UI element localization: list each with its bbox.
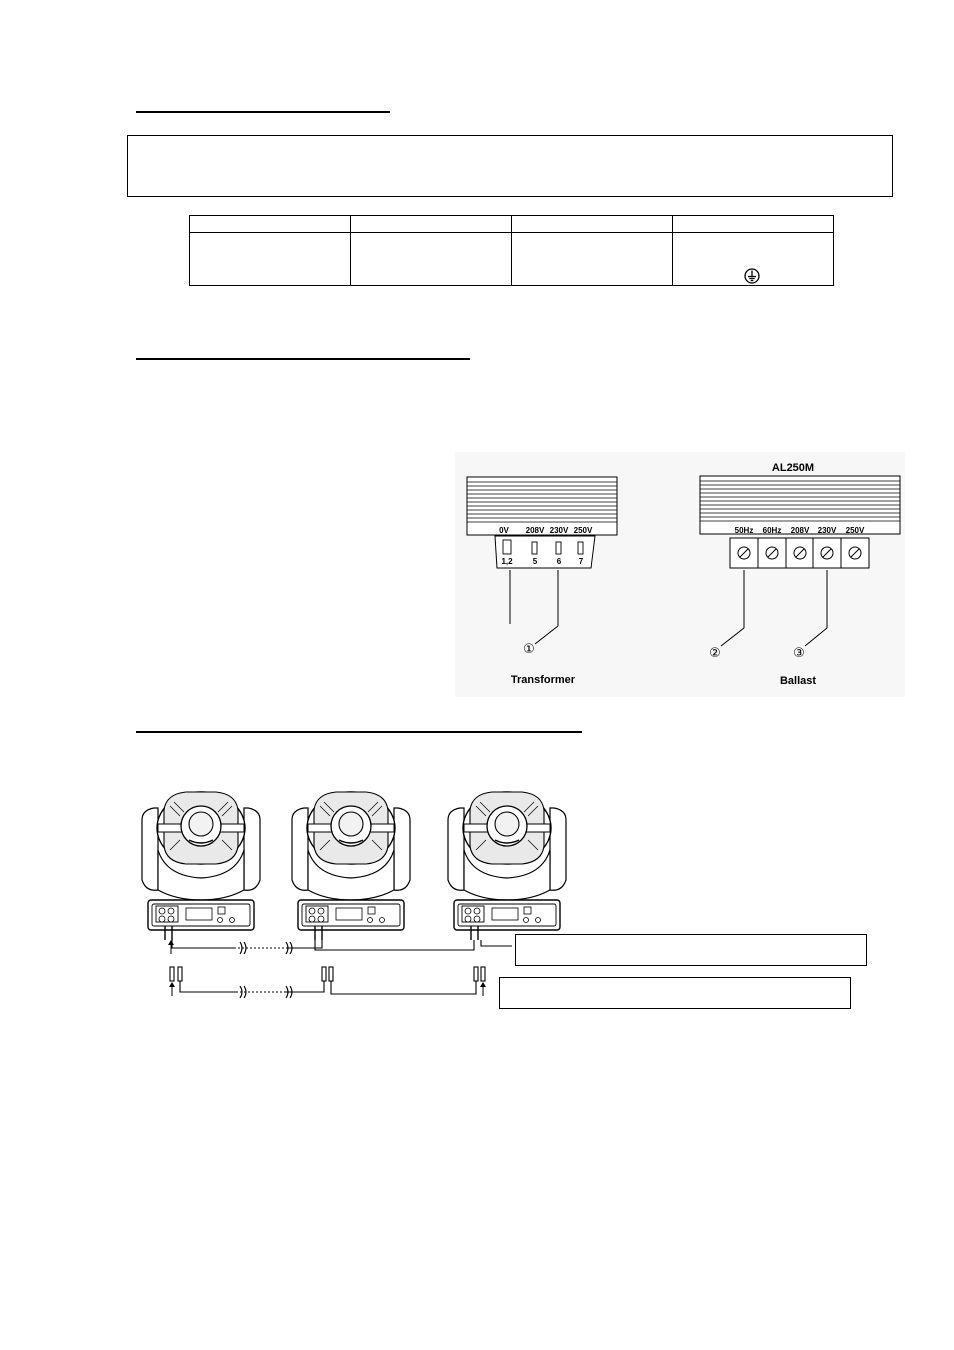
dmx-linking-diagram [141,791,567,999]
warning-box [127,135,893,197]
dmx-cable-upper [171,940,512,955]
voltage-setting-diagram: 0V 208V 230V 250V 1,2 5 6 7 ① Transforme… [455,452,905,697]
ballast-body [699,475,901,535]
moving-head-fixture [447,791,567,941]
ballast-model: AL250M [772,462,814,474]
callout-marker: ① [523,641,535,656]
transformer-terminal-number: 5 [533,557,538,566]
transformer-terminal-number: 1,2 [501,557,513,566]
terminal-slot [555,541,562,555]
screw-terminal-icon [820,546,834,560]
moving-head-fixture [141,791,261,941]
transformer-tap-voltage: 250V [574,526,593,535]
table-cell [189,215,351,233]
table-cell [350,215,512,233]
ballast-terminal-label: 230V [818,526,837,535]
table-cell [511,232,673,286]
ballast-terminal-label: 50Hz [735,526,754,535]
earth-ground-icon [744,268,760,284]
section-2-heading-rule [136,358,470,360]
screw-terminal-icon [848,546,862,560]
table-cell [511,215,673,233]
transformer-caption: Transformer [511,674,576,686]
transformer-tap-voltage: 230V [550,526,569,535]
ballast-terminal-label: 250V [846,526,865,535]
ballast-terminal-label: 208V [791,526,810,535]
callout-marker: ② [709,645,721,660]
ballast-caption: Ballast [780,675,816,687]
screw-terminal-icon [793,546,807,560]
note-box-lower [499,977,851,1009]
section-1-heading-rule [136,111,390,113]
transformer-terminal-block [494,535,596,569]
callout-marker: ③ [793,645,805,660]
moving-head-fixture [291,791,411,941]
terminal-slot [577,541,584,555]
transformer-terminal-number: 6 [557,557,562,566]
section-3-heading-rule [136,731,582,733]
terminal-slot [502,539,512,555]
table-cell [350,232,512,286]
table-cell [189,232,351,286]
note-box-upper [515,934,867,966]
transformer-tap-voltage: 0V [499,526,509,535]
transformer-terminal-number: 7 [579,557,584,566]
wiring-table [189,215,834,286]
table-cell [672,215,834,233]
transformer-body [466,476,618,536]
screw-terminal-icon [737,546,751,560]
table-cell [672,232,834,286]
ballast-terminal-label: 60Hz [763,526,782,535]
wiring-table-row [189,232,834,286]
screw-terminal-icon [765,546,779,560]
transformer-tap-voltage: 208V [526,526,545,535]
wiring-table-header-row [189,215,834,233]
dmx-cable-lower [169,966,486,999]
terminal-slot [531,541,538,555]
